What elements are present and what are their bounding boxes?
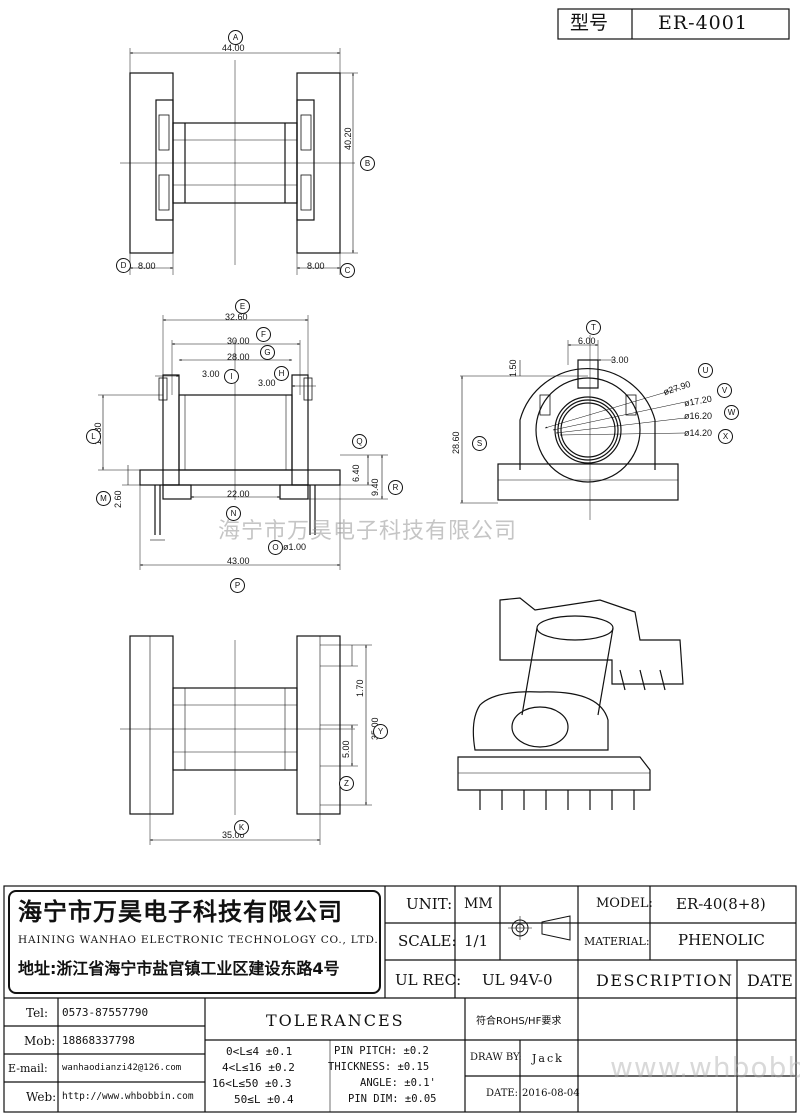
callout-T: T: [586, 320, 601, 335]
pin-tolerance-2: THICKNESS: ±0.15: [328, 1061, 430, 1073]
dim-Y2-value: 1.70: [355, 679, 365, 697]
email-value[interactable]: wanhaodianzi42@126.com: [62, 1063, 182, 1073]
callout-K: K: [234, 820, 249, 835]
ul-value: UL 94V-0: [482, 971, 553, 989]
date-header-label: DATE: [747, 971, 793, 990]
callout-P: P: [230, 578, 245, 593]
tolerance-row-3: 16<L≤50 ±0.3: [212, 1077, 292, 1090]
dim-Z-value: 5.00: [341, 740, 351, 758]
callout-W: W: [724, 405, 739, 420]
front-view: [98, 315, 388, 570]
pin-tolerance-1: PIN PITCH: ±0.2: [334, 1045, 429, 1057]
dim-G2-value: 28.00: [227, 352, 250, 362]
callout-G: G: [260, 345, 275, 360]
title-block-frame: [3, 8, 797, 1113]
pin-tolerance-3: ANGLE: ±0.1': [360, 1077, 436, 1089]
callout-Z: Z: [339, 776, 354, 791]
callout-L: L: [86, 429, 101, 444]
dim-K-value: 35.00: [222, 830, 245, 840]
model-label: 型号: [570, 12, 609, 34]
date-value: 2016-08-04: [522, 1088, 580, 1099]
callout-N: N: [226, 506, 241, 521]
tolerances-title: TOLERANCES: [266, 1011, 405, 1030]
model-field-value: ER-40(8+8): [676, 895, 766, 913]
scale-value: 1/1: [464, 932, 489, 950]
side-view: [460, 335, 686, 520]
dim-O-value: ø1.00: [283, 542, 307, 552]
dim-S1-value: 1.50: [508, 359, 518, 377]
dim-W-value: ø16.20: [684, 411, 713, 421]
callout-X: X: [718, 429, 733, 444]
tolerance-row-4: 50≤L ±0.4: [234, 1093, 294, 1106]
bottom-view: [120, 635, 372, 845]
dim-M-value: 2.60: [113, 490, 123, 508]
callout-U: U: [698, 363, 713, 378]
web-value[interactable]: http://www.whbobbin.com: [62, 1091, 194, 1102]
draw-by-value: Jack: [532, 1052, 564, 1065]
company-box: [8, 890, 381, 994]
callout-V: V: [717, 383, 732, 398]
dim-T2-value: 3.00: [611, 355, 629, 365]
callout-M: M: [96, 491, 111, 506]
pin-tolerance-4: PIN DIM: ±0.05: [348, 1093, 437, 1105]
web-label: Web:: [26, 1090, 57, 1104]
watermark-site: www.whbobbin.com: [610, 1051, 800, 1084]
watermark-company: 海宁市万昊电子科技有限公司: [218, 519, 518, 544]
company-name-en: HAINING WANHAO ELECTRONIC TECHNOLOGY CO.…: [18, 934, 379, 946]
callout-S: S: [472, 436, 487, 451]
dim-Q-value: 6.40: [351, 464, 361, 482]
unit-label: UNIT:: [406, 895, 453, 913]
callout-I: I: [224, 369, 239, 384]
callout-D: D: [116, 258, 131, 273]
dim-S-value: 28.60: [451, 431, 461, 454]
dim-D-value: 8.00: [138, 261, 156, 271]
model-number: ER-4001: [658, 12, 748, 34]
draw-by-label: DRAW BY:: [470, 1052, 522, 1063]
tolerance-row-1: 0<L≤4 ±0.1: [226, 1045, 293, 1058]
mob-label: Mob:: [24, 1034, 56, 1048]
callout-E: E: [235, 299, 250, 314]
callout-F: F: [256, 327, 271, 342]
scale-label: SCALE:: [398, 932, 457, 950]
unit-value: MM: [464, 896, 493, 912]
dim-A-value: 44.00: [222, 43, 245, 53]
dim-P-value: 43.00: [227, 556, 250, 566]
rohs-note: 符合ROHS/HF要求: [476, 1016, 562, 1027]
email-label: E-mail:: [8, 1062, 48, 1075]
dim-N-value: 22.00: [227, 489, 250, 499]
tel-label: Tel:: [26, 1006, 49, 1020]
dim-I-value: 3.00: [202, 369, 220, 379]
callout-H: H: [274, 366, 289, 381]
material-value: PHENOLIC: [678, 931, 765, 949]
material-label: MATERIAL:: [584, 935, 650, 948]
dim-G-value: 8.00: [307, 261, 325, 271]
company-name-cn: 海宁市万昊电子科技有限公司: [18, 898, 343, 926]
isometric-view: [457, 597, 684, 810]
callout-Y: Y: [373, 724, 388, 739]
model-field-label: MODEL:: [596, 896, 653, 911]
dim-H-value: 3.00: [258, 378, 276, 388]
dim-X-value: ø14.20: [684, 428, 713, 438]
dim-T-value: 6.00: [578, 336, 596, 346]
tel-value: 0573-87557790: [62, 1006, 149, 1019]
callout-A: A: [228, 30, 243, 45]
callout-C: C: [340, 263, 355, 278]
dim-E-value: 32.60: [225, 312, 248, 322]
dim-R-value: 9.40: [370, 478, 380, 496]
tolerance-row-2: 4<L≤16 ±0.2: [222, 1061, 295, 1074]
dim-B-value: 40.20: [343, 127, 353, 150]
company-address: 地址:浙江省海宁市盐官镇工业区建设东路4号: [18, 959, 340, 978]
callout-R: R: [388, 480, 403, 495]
date-label: DATE:: [486, 1088, 519, 1099]
callout-O: O: [268, 540, 283, 555]
description-label: DESCRIPTION: [596, 971, 734, 990]
ul-label: UL REC:: [395, 971, 462, 989]
top-view: [120, 48, 358, 275]
mob-value: 18868337798: [62, 1034, 135, 1047]
dim-F-value: 30.00: [227, 336, 250, 346]
callout-Q: Q: [352, 434, 367, 449]
callout-B: B: [360, 156, 375, 171]
